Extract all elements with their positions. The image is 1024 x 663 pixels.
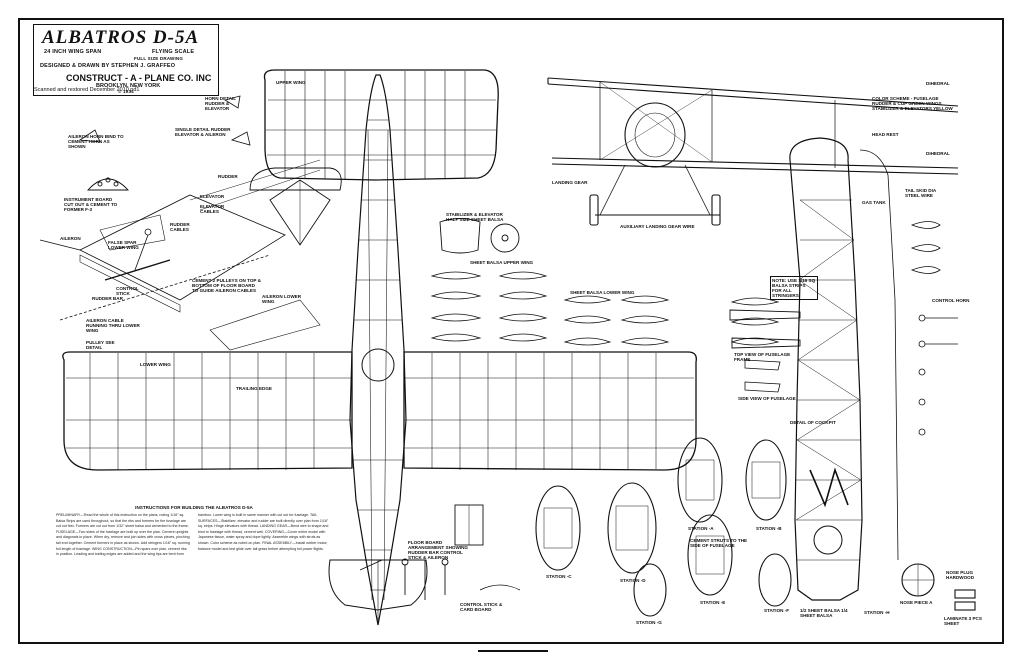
label-note: NOTE: USE 1/16 SQ BALSA STRIPS FOR ALL S… <box>770 276 818 300</box>
instrument-board <box>86 177 130 191</box>
label-propeller: 1/2 SHEET BALSA 1/4 SHEET BALSA <box>800 608 848 618</box>
label-station-f: STATION -F <box>764 608 790 613</box>
label-rudder-bar: RUDDER BAR <box>92 296 123 301</box>
label-dihedral-bottom: DIHEDRAL <box>926 151 950 156</box>
top-view-fuselage <box>349 74 407 626</box>
label-aileron-horn: AILERON HORN BIND TO CEMENT HORN AS SHOW… <box>68 134 124 149</box>
building-instructions: INSTRUCTIONS FOR BUILDING THE ALBATROS D… <box>56 505 332 643</box>
label-lower-wing: LOWER WING <box>140 362 171 367</box>
label-side-view-fuselage: SIDE VIEW OF FUSELAGE <box>738 396 796 401</box>
horn-detail <box>78 95 251 146</box>
label-station-c: STATION -C <box>546 574 572 579</box>
wing-span-text: 24 INCH WING SPAN <box>44 49 102 55</box>
label-floor-board: FLOOR BOARD ARRANGEMENT SHOWING RUDDER B… <box>408 540 468 560</box>
label-color-scheme: COLOR SCHEME - FUSELAGE RUDDER & CUP GRE… <box>872 96 953 111</box>
label-aileron-lower-wing: AILERON LOWER WING <box>262 294 302 304</box>
label-top-view-fuselage: TOP VIEW OF FUSELAGE FRAME <box>734 352 791 362</box>
label-upper-wing: UPPER WING <box>276 80 306 85</box>
label-control-stick-detail: CONTROL STICK & CARD BOARD <box>460 602 503 612</box>
scale-text: FLYING SCALE <box>152 49 195 55</box>
control-parts <box>744 221 958 436</box>
label-aileron: AILERON <box>60 236 81 241</box>
label-nose-plug: NOSE PLUG HARDWOOD <box>946 570 975 580</box>
label-cement-struts: CEMENT STRUTS TO THE SIDE OF FUSELAGE <box>690 538 748 548</box>
top-view-tail <box>328 559 428 625</box>
company-name: CONSTRUCT - A - PLANE CO. INC <box>66 73 212 83</box>
wheel-detail <box>439 218 520 254</box>
label-wing-ribs: SHEET BALSA UPPER WING <box>470 260 534 265</box>
bottom-rule <box>478 650 548 652</box>
station-formers <box>535 437 976 617</box>
floor-board-perspective <box>39 159 321 351</box>
label-instrument-board: INSTRUMENT BOARD CUT OUT & CEMENT TO FOR… <box>64 197 118 212</box>
label-laminate: LAMINATE 3 PCS SHEET <box>944 616 982 626</box>
company-location: BROOKLYN, NEW YORK <box>96 83 161 89</box>
label-single-rudder: SINGLE DETAIL RUDDER ELEVATOR & AILERON <box>175 127 231 137</box>
side-view-fuselage <box>789 137 899 601</box>
label-stabilizer-elevator: STABILIZER & ELEVATOR HALF SIZE SHEET BA… <box>446 212 504 222</box>
full-size-text: FULL SIZE DRAWING <box>134 56 184 61</box>
label-dihedral-top: DIHEDRAL <box>926 81 950 86</box>
label-horn-detail: HORN DETAIL RUDDER & ELEVATOR <box>205 96 236 111</box>
label-elevator: ELEVATOR <box>200 194 225 199</box>
control-stick-details <box>359 504 521 600</box>
label-station-b: STATION -B <box>756 526 782 531</box>
label-false-spar: FALSE SPAR LOWER WING <box>108 240 139 250</box>
label-control-stick: CONTROL STICK <box>116 286 139 296</box>
plan-title: ALBATROS D-5A <box>42 27 200 48</box>
top-view-upper-wing <box>263 69 499 181</box>
label-head-rest: HEAD REST <box>872 132 899 137</box>
label-pulley: PULLEY SEE DETAIL <box>86 340 115 350</box>
scan-note: Scanned and restored December 2010 pd1 <box>34 87 140 93</box>
label-landing-gear: LANDING GEAR <box>552 180 588 185</box>
label-gas-tank: GAS TANK <box>862 200 886 205</box>
label-tail-skid: TAIL SKID DIA STEEL WIRE <box>905 188 937 198</box>
label-nose-piece: NOSE PIECE A <box>900 600 933 605</box>
instructions-title: INSTRUCTIONS FOR BUILDING THE ALBATROS D… <box>135 505 253 510</box>
copyright-year: © 1934 <box>118 89 134 94</box>
top-view-fuselage-frame <box>729 309 801 349</box>
label-station-d: STATION -D <box>620 578 646 583</box>
label-trailing-edge: TRAILING EDGE <box>236 386 272 391</box>
label-auxiliary-gear: AUXILIARY LANDING GEAR WIRE <box>620 224 695 229</box>
instructions-body: PRELIMINARY—Read the whole of this instr… <box>56 513 329 557</box>
label-mirror-detail: DETAIL OF COCKPIT <box>790 420 836 425</box>
sheet-border <box>18 18 1004 644</box>
rudder-perspective <box>249 167 342 246</box>
title-block: ALBATROS D-5A 24 INCH WING SPAN FLYING S… <box>33 24 219 96</box>
label-lower-wing-ribs: SHEET BALSA LOWER WING <box>570 290 635 295</box>
label-rudder: RUDDER <box>218 174 238 179</box>
label-control-horn: CONTROL HORN <box>932 298 970 303</box>
label-station-a: STATION -A <box>688 526 714 531</box>
label-station-e: STATION -E <box>700 600 726 605</box>
front-view-biplane <box>547 77 959 226</box>
label-aileron-cable: AILERON CABLE RUNNING THRU LOWER WING <box>86 318 140 333</box>
top-view-lower-wing <box>62 351 697 471</box>
label-station-h: STATION -H <box>864 610 890 615</box>
label-elevator-cables: ELEVATOR CABLES <box>200 204 225 214</box>
label-station-g: STATION -G <box>636 620 662 625</box>
label-cement-pulleys: CEMENT 2 PULLEYS ON TOP & BOTTOM OF FLOO… <box>192 278 262 293</box>
wing-ribs <box>430 271 780 346</box>
label-rudder-cables: RUDDER CABLES <box>170 222 190 232</box>
designer-text: DESIGNED & DRAWN BY STEPHEN J. GRAFFEO <box>40 63 176 69</box>
